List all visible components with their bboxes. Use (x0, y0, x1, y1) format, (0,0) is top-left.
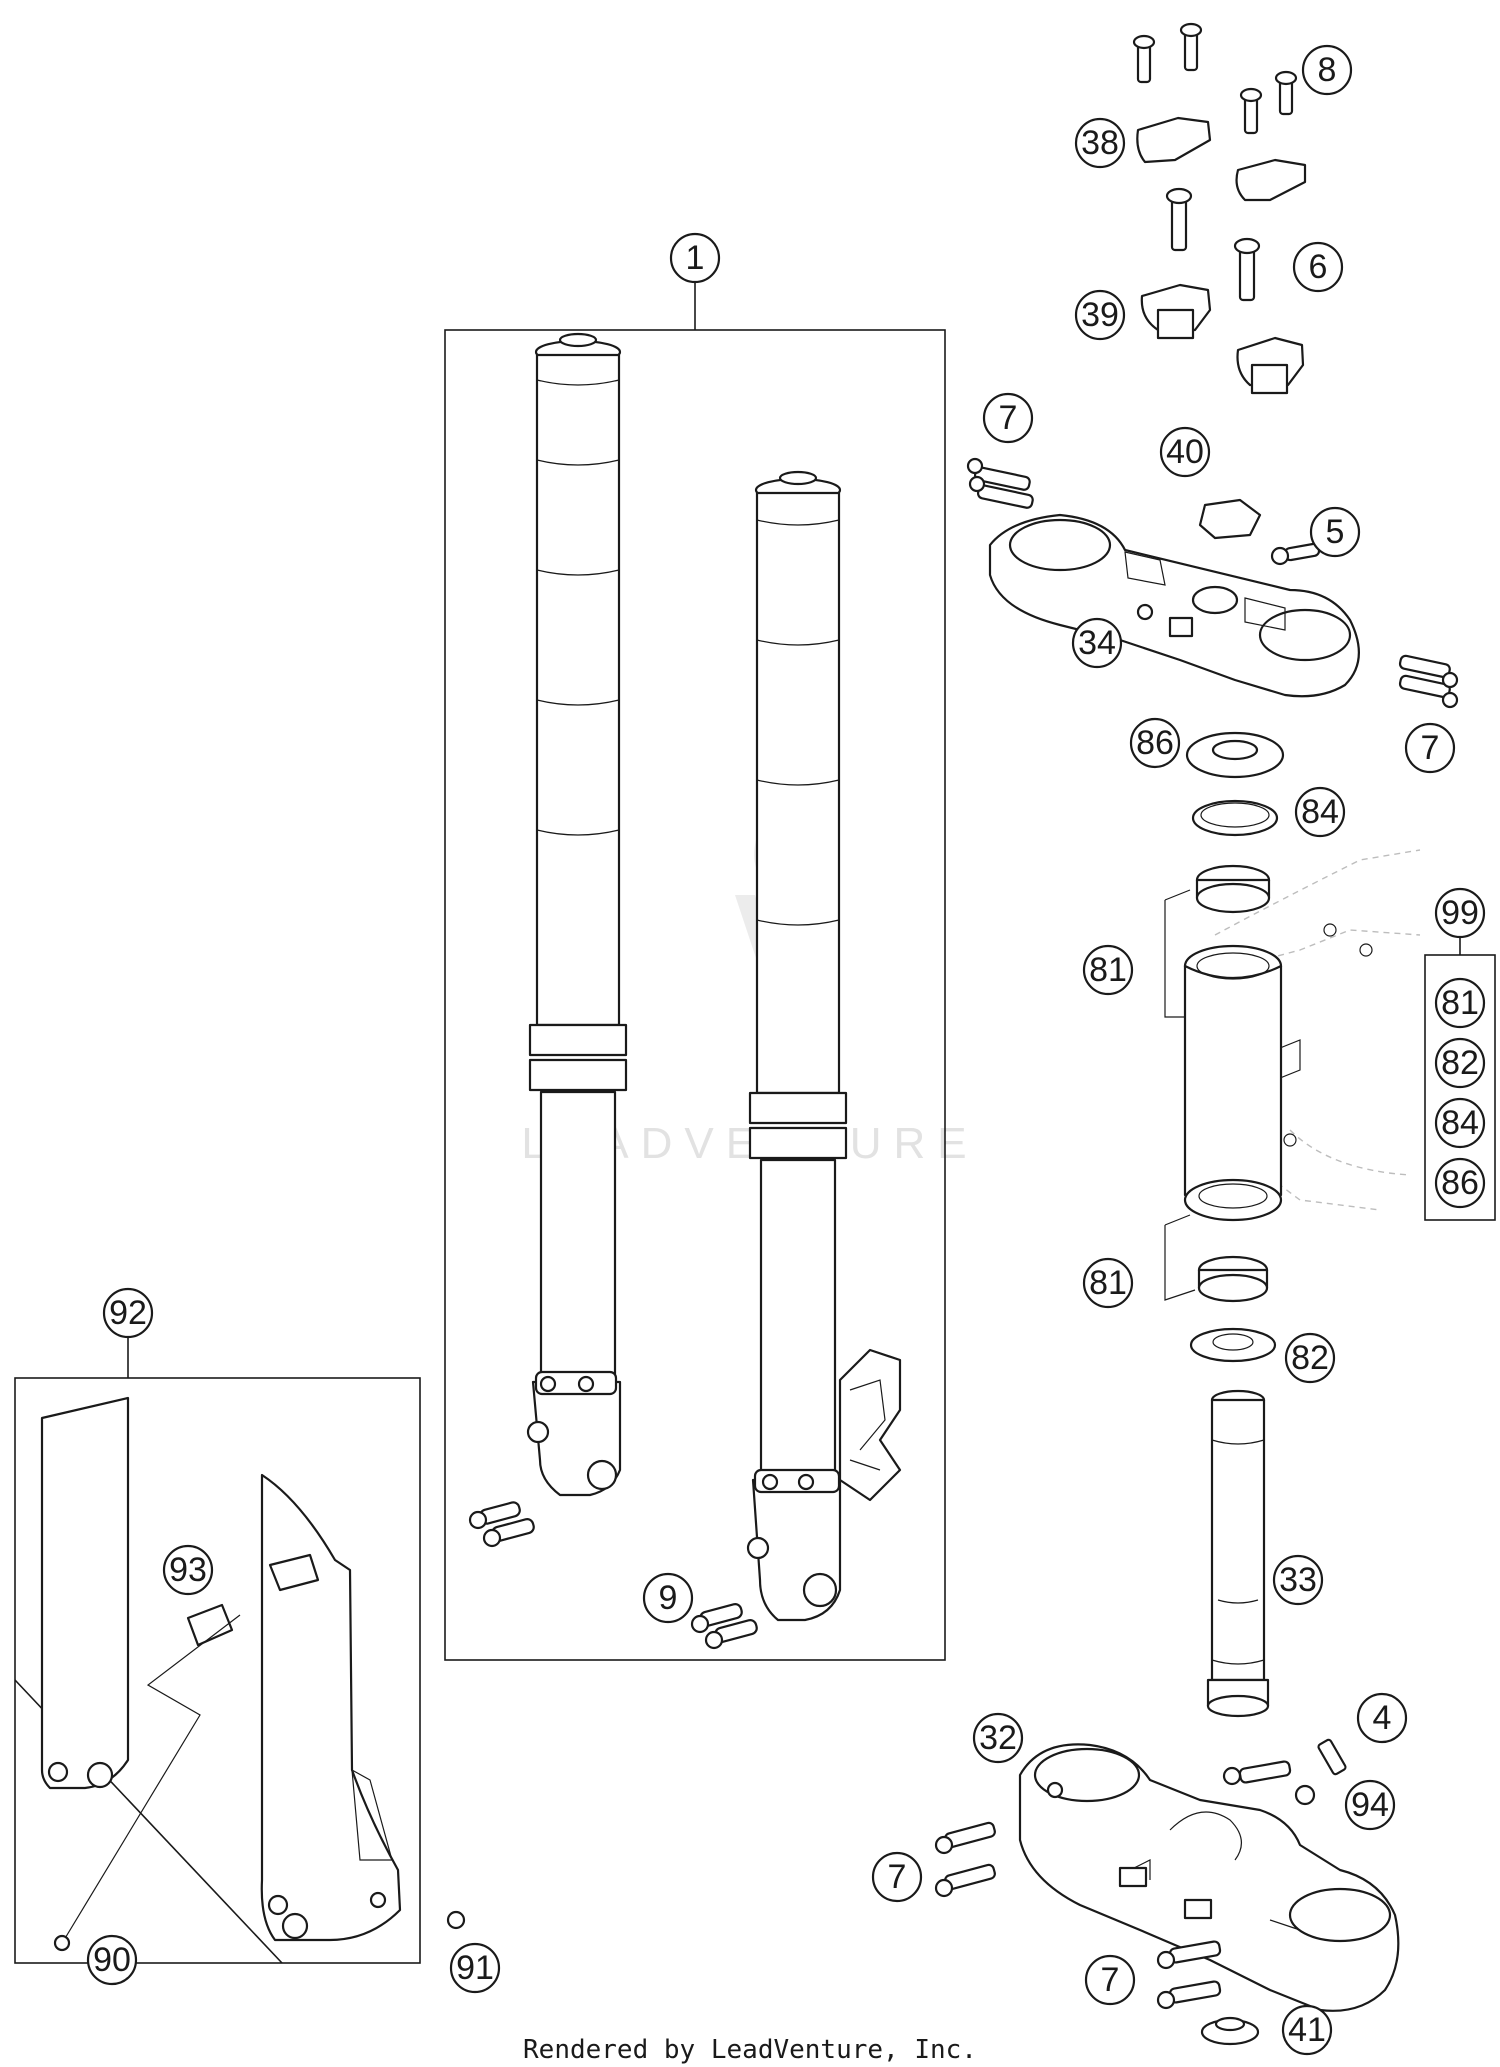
callout-86[interactable]: 86 (1129, 717, 1181, 769)
svg-text:93: 93 (169, 1551, 207, 1589)
svg-text:82: 82 (1441, 1044, 1479, 1082)
callout-94[interactable]: 94 (1344, 1779, 1396, 1831)
svg-text:81: 81 (1089, 951, 1127, 989)
svg-text:7: 7 (999, 399, 1018, 437)
callout-93[interactable]: 93 (162, 1544, 214, 1596)
svg-text:7: 7 (888, 1858, 907, 1896)
kit-item-84[interactable]: 84 (1434, 1097, 1486, 1149)
fork-guard-left (40, 1396, 130, 1790)
svg-text:7: 7 (1101, 1961, 1120, 1999)
svg-text:33: 33 (1279, 1561, 1317, 1599)
upper-clamp-left (1136, 116, 1212, 164)
callout-90[interactable]: 90 (86, 1934, 138, 1986)
guard-screw-91 (446, 1910, 466, 1930)
svg-text:92: 92 (109, 1294, 147, 1332)
svg-text:86: 86 (1136, 724, 1174, 762)
callout-40[interactable]: 40 (1159, 426, 1211, 478)
callout-84[interactable]: 84 (1294, 786, 1346, 838)
svg-text:4: 4 (1373, 1699, 1392, 1737)
svg-text:1: 1 (686, 239, 705, 277)
callout-5[interactable]: 5 (1309, 506, 1361, 558)
callout-9[interactable]: 9 (642, 1572, 694, 1624)
callout-7-top-left[interactable]: 7 (982, 392, 1034, 444)
svg-text:91: 91 (456, 1949, 494, 1987)
callout-7-bottom-right[interactable]: 7 (1084, 1954, 1136, 2006)
seal-ring-84 (1191, 799, 1279, 837)
axle-clamp-bolts-right (690, 1603, 758, 1650)
svg-text:6: 6 (1309, 248, 1328, 286)
steering-stem-33 (1206, 1389, 1270, 1718)
steering-bearing-group (1164, 731, 1421, 1363)
callout-39[interactable]: 39 (1074, 289, 1126, 341)
top-triple-clamp-group (966, 457, 1459, 709)
bottom-triple-clamp (1018, 1743, 1400, 2012)
callout-41[interactable]: 41 (1281, 2004, 1333, 2056)
svg-text:32: 32 (979, 1719, 1017, 1757)
svg-text:8: 8 (1318, 51, 1337, 89)
callout-32[interactable]: 32 (972, 1712, 1024, 1764)
kit-item-82[interactable]: 82 (1434, 1037, 1486, 1089)
svg-text:9: 9 (659, 1579, 678, 1617)
callout-92[interactable]: 92 (102, 1287, 154, 1339)
svg-text:34: 34 (1078, 624, 1116, 662)
callout-81-lower[interactable]: 81 (1082, 1257, 1134, 1309)
callout-7-top-right[interactable]: 7 (1404, 722, 1456, 774)
seal-ring-82 (1189, 1327, 1277, 1363)
kit-item-81[interactable]: 81 (1434, 977, 1486, 1029)
upper-clamp-right (1235, 158, 1307, 202)
guard-clip (186, 1603, 234, 1647)
svg-text:41: 41 (1288, 2011, 1326, 2049)
callout-81-upper[interactable]: 81 (1082, 944, 1134, 996)
kit-item-86[interactable]: 86 (1434, 1157, 1486, 1209)
guard-screw (53, 1934, 71, 1952)
fork-assembly-frame (444, 329, 946, 1661)
svg-text:5: 5 (1326, 513, 1345, 551)
svg-text:99: 99 (1441, 894, 1479, 932)
right-fork-leg (690, 470, 902, 1650)
axle-clamp-bolts-left (468, 1501, 535, 1548)
svg-text:94: 94 (1351, 1786, 1389, 1824)
svg-text:90: 90 (93, 1941, 131, 1979)
svg-text:84: 84 (1301, 793, 1339, 831)
rendered-by-footer: Rendered by LeadVenture, Inc. (523, 2035, 977, 2065)
bottom-triple-clamp-group (934, 1738, 1400, 2046)
fork-guard-group (14, 1335, 466, 1964)
nut-94 (1294, 1784, 1316, 1806)
svg-text:40: 40 (1166, 433, 1204, 471)
callout-8[interactable]: 8 (1301, 44, 1353, 96)
callout-34[interactable]: 34 (1071, 617, 1123, 669)
callout-99[interactable]: 99 (1434, 887, 1486, 939)
svg-text:39: 39 (1081, 296, 1119, 334)
svg-text:84: 84 (1441, 1104, 1479, 1142)
steering-nut-40 (1198, 498, 1262, 540)
callout-4[interactable]: 4 (1356, 1692, 1408, 1744)
svg-text:82: 82 (1291, 1339, 1329, 1377)
callout-82[interactable]: 82 (1284, 1332, 1336, 1384)
svg-text:7: 7 (1421, 729, 1440, 767)
callout-33[interactable]: 33 (1272, 1554, 1324, 1606)
callout-6[interactable]: 6 (1292, 241, 1344, 293)
bearing-kit-box (1424, 938, 1496, 1221)
fork-assembly-group (444, 275, 946, 1661)
callout-38[interactable]: 38 (1074, 117, 1126, 169)
svg-text:38: 38 (1081, 124, 1119, 162)
fork-guard-frame (14, 1377, 421, 1964)
callout-7-bottom-left[interactable]: 7 (871, 1851, 923, 1903)
fork-guard-right (260, 1473, 402, 1942)
handlebar-clamp-group (1132, 22, 1307, 395)
callout-1[interactable]: 1 (669, 232, 721, 284)
svg-text:86: 86 (1441, 1164, 1479, 1202)
svg-text:81: 81 (1089, 1264, 1127, 1302)
callout-91[interactable]: 91 (449, 1942, 501, 1994)
left-fork-leg (468, 332, 628, 1548)
svg-text:81: 81 (1441, 984, 1479, 1022)
bearing-cup-lower (1183, 1178, 1283, 1222)
